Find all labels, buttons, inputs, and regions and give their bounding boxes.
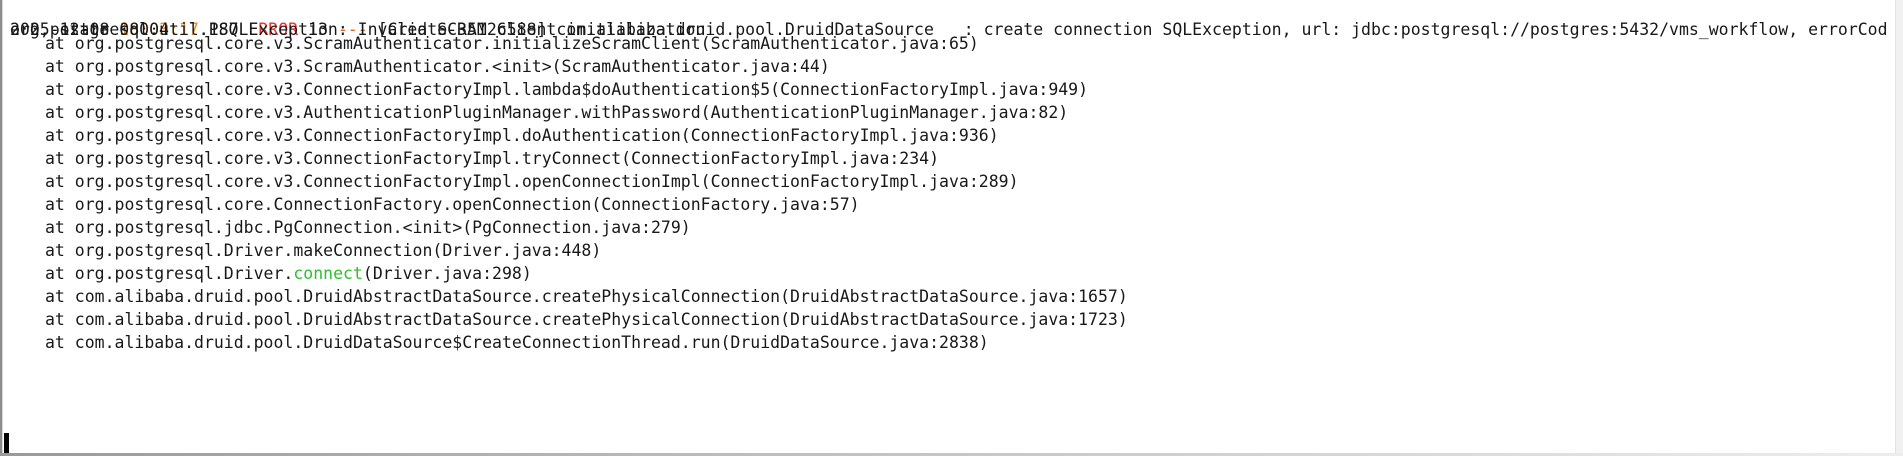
log-line: at org.postgresql.core.v3.Authentication… (5, 101, 1893, 124)
log-line: 2025-12-08 10:03:17.187 ERROR 13 --- [Cr… (10, 18, 1888, 41)
log-line: at org.postgresql.Driver.makeConnection(… (5, 239, 1893, 262)
log-text: at org.postgresql.core.v3.ConnectionFact… (45, 80, 1089, 99)
log-text-separator: --- (337, 20, 368, 39)
bottom-edge-bar (0, 453, 1903, 456)
log-text: at org.postgresql.Driver. (45, 264, 294, 283)
log-text: 13 (298, 20, 338, 39)
log-text: at com.alibaba.druid.pool.DruidAbstractD… (45, 287, 1128, 306)
log-text: at org.postgresql.core.v3.ConnectionFact… (45, 126, 999, 145)
log-line: at org.postgresql.core.v3.ScramAuthentic… (5, 55, 1893, 78)
vertical-scrollbar[interactable] (1895, 0, 1903, 456)
log-text: at org.postgresql.core.v3.ScramAuthentic… (45, 57, 830, 76)
log-line: at org.postgresql.core.v3.ConnectionFact… (5, 124, 1893, 147)
log-line: at org.postgresql.core.v3.ConnectionFact… (5, 147, 1893, 170)
log-text: org.postgresql.util.PSQLException: Inval… (10, 20, 706, 39)
log-text: at com.alibaba.druid.pool.DruidDataSourc… (45, 333, 989, 352)
log-line: at org.postgresql.core.v3.ConnectionFact… (5, 78, 1893, 101)
log-text: at org.postgresql.Driver.makeConnection(… (45, 241, 602, 260)
log-output: 2025-12-08 10:03:17.187 ERROR 13 --- [Cr… (5, 9, 1893, 354)
log-line: at com.alibaba.druid.pool.DruidAbstractD… (5, 308, 1893, 331)
log-text-error_level: ERROR (248, 20, 299, 39)
log-line: org.postgresql.util.PSQLException: Inval… (10, 18, 1883, 41)
text-cursor (4, 433, 9, 453)
log-line: at org.postgresql.core.ConnectionFactory… (5, 193, 1893, 216)
log-text: at org.postgresql.jdbc.PgConnection.<ini… (45, 218, 691, 237)
log-text-highlight_connect: connect (293, 264, 363, 283)
log-text: (Driver.java:298) (362, 264, 532, 283)
log-text: at org.postgresql.core.v3.Authentication… (45, 103, 1069, 122)
log-line: at org.postgresql.core.v3.ConnectionFact… (5, 170, 1893, 193)
log-text: at org.postgresql.core.v3.ConnectionFact… (45, 149, 940, 168)
log-text: at com.alibaba.druid.pool.DruidAbstractD… (45, 310, 1128, 329)
log-line: at org.postgresql.Driver.connect(Driver.… (5, 262, 1893, 285)
log-line: at org.postgresql.core.v3.ScramAuthentic… (5, 32, 1893, 55)
log-text-timestamp_time: 10:03:17 (119, 20, 199, 39)
pane-left-border-highlight (2, 0, 3, 456)
log-text: .187 (198, 20, 249, 39)
log-text: [Create-35126588] com.alibaba.druid.pool… (367, 20, 1888, 39)
log-line: e 0, state 08004 (10, 18, 1883, 41)
log-text: at org.postgresql.core.ConnectionFactory… (45, 195, 860, 214)
pane-left-border (0, 0, 2, 456)
log-text: at org.postgresql.core.v3.ConnectionFact… (45, 172, 1019, 191)
log-text: e 0, state 08004 (10, 20, 169, 39)
log-text: 2025-12-08 (10, 20, 120, 39)
log-line: at org.postgresql.jdbc.PgConnection.<ini… (5, 216, 1893, 239)
log-text: at org.postgresql.core.v3.ScramAuthentic… (45, 34, 979, 53)
log-line: at com.alibaba.druid.pool.DruidDataSourc… (5, 331, 1893, 354)
log-line: at com.alibaba.druid.pool.DruidAbstractD… (5, 285, 1893, 308)
